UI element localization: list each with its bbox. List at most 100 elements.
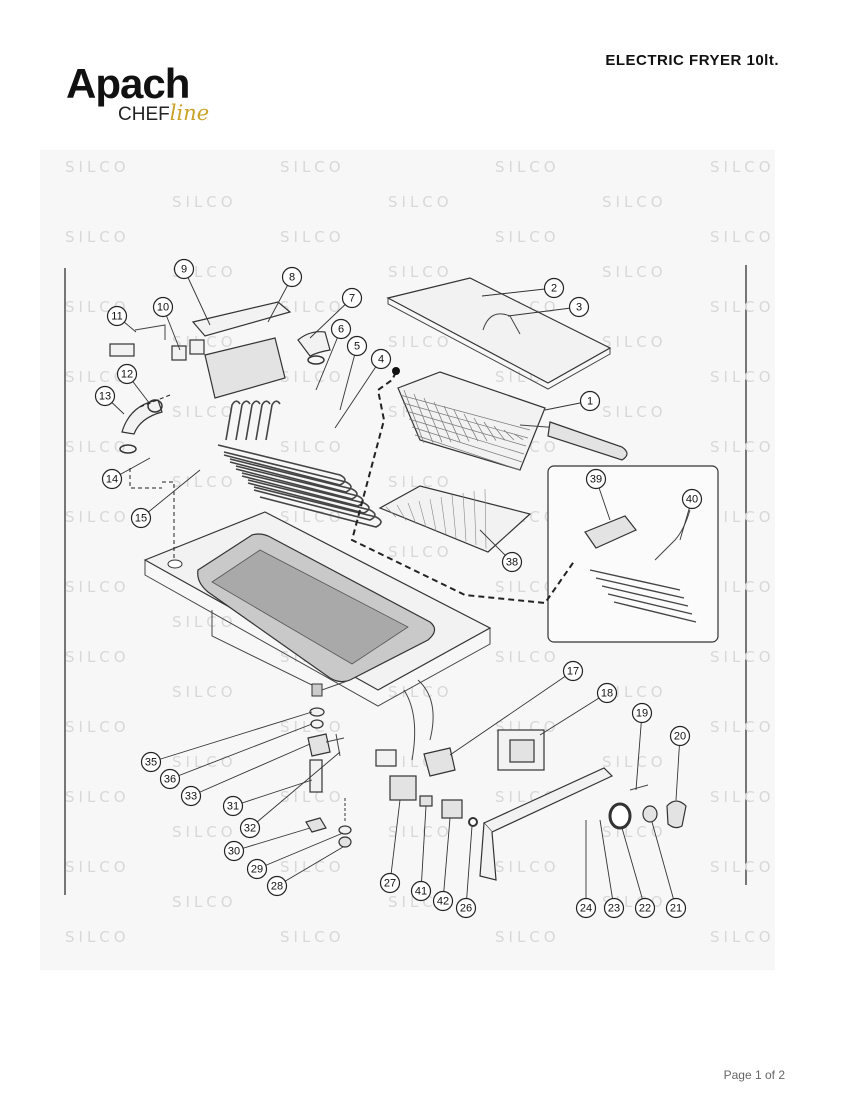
leader-line bbox=[420, 805, 427, 892]
callout-31: 31 bbox=[222, 795, 244, 817]
lid-part bbox=[386, 277, 612, 390]
watermark-text: SILCO bbox=[388, 683, 453, 701]
svg-text:9: 9 bbox=[181, 264, 187, 276]
watermark-text: SILCO bbox=[602, 753, 667, 771]
svg-text:18: 18 bbox=[601, 688, 613, 700]
svg-text:8: 8 bbox=[289, 272, 295, 284]
leader-line bbox=[256, 832, 344, 870]
svg-text:28: 28 bbox=[271, 881, 283, 893]
svg-text:31: 31 bbox=[227, 801, 239, 813]
svg-text:19: 19 bbox=[636, 708, 648, 720]
callout-29: 29 bbox=[246, 858, 268, 880]
callout-2: 2 bbox=[543, 277, 565, 299]
leader-line bbox=[315, 328, 342, 391]
basket-support-part bbox=[378, 485, 532, 553]
leader-line bbox=[621, 827, 646, 909]
brand-logo: Apach CHEFline bbox=[66, 62, 236, 132]
svg-text:17: 17 bbox=[567, 666, 579, 678]
svg-text:29: 29 bbox=[251, 864, 263, 876]
leader-line bbox=[651, 821, 677, 909]
callout-3: 3 bbox=[568, 296, 590, 318]
watermark-text: SILCO bbox=[710, 928, 775, 946]
watermark-text: SILCO bbox=[172, 613, 237, 631]
callout-33: 33 bbox=[180, 785, 202, 807]
assembly-dashed-line bbox=[350, 371, 576, 605]
watermark-text: SILCO bbox=[710, 508, 775, 526]
svg-text:14: 14 bbox=[106, 474, 118, 486]
watermark-text: SILCO bbox=[172, 753, 237, 771]
watermark-text: SILCO bbox=[172, 403, 237, 421]
watermark-text: SILCO bbox=[65, 928, 130, 946]
leader-line bbox=[276, 846, 344, 887]
basket-part bbox=[397, 371, 628, 471]
watermark-text: SILCO bbox=[602, 683, 667, 701]
watermark-text: SILCO bbox=[710, 648, 775, 666]
watermark-text: SILCO bbox=[280, 368, 345, 386]
watermark-text: SILCO bbox=[710, 858, 775, 876]
callout-6: 6 bbox=[330, 318, 352, 340]
svg-text:11: 11 bbox=[111, 311, 122, 323]
fitting-dashed-line bbox=[129, 394, 175, 560]
watermark-text: SILCO bbox=[710, 158, 775, 176]
leader-line bbox=[481, 287, 555, 297]
callout-12: 12 bbox=[116, 363, 138, 385]
inset-detail-box bbox=[547, 465, 719, 643]
callout-41: 41 bbox=[410, 880, 432, 902]
callout-layer: 1234567891011121314151718192021222324262… bbox=[94, 258, 703, 919]
leader-line bbox=[183, 268, 211, 326]
watermark-text: SILCO bbox=[280, 928, 345, 946]
leader-line bbox=[449, 670, 574, 756]
callout-23: 23 bbox=[603, 897, 625, 919]
watermark-text: SILCO bbox=[65, 228, 130, 246]
watermark-text: SILCO bbox=[388, 823, 453, 841]
callout-17: 17 bbox=[562, 660, 584, 682]
svg-text:7: 7 bbox=[349, 293, 355, 305]
svg-text:36: 36 bbox=[164, 774, 176, 786]
brand-name: Apach bbox=[66, 60, 190, 107]
watermark-text: SILCO bbox=[65, 368, 130, 386]
callout-13: 13 bbox=[94, 385, 116, 407]
leader-line bbox=[232, 779, 313, 807]
svg-text:30: 30 bbox=[228, 846, 240, 858]
watermark-text: SILCO bbox=[65, 858, 130, 876]
watermark-text: SILCO bbox=[388, 263, 453, 281]
leader-line bbox=[442, 817, 451, 902]
watermark-text: SILCO bbox=[65, 578, 130, 596]
fryer-tank-part bbox=[143, 511, 492, 707]
watermark-text: SILCO bbox=[280, 158, 345, 176]
leader-line bbox=[465, 825, 473, 909]
callout-18: 18 bbox=[596, 682, 618, 704]
watermark-text: SILCO bbox=[280, 718, 345, 736]
svg-text:33: 33 bbox=[185, 791, 197, 803]
svg-text:12: 12 bbox=[121, 369, 133, 381]
watermark-text: SILCO bbox=[710, 718, 775, 736]
leader-line bbox=[507, 306, 580, 317]
brand-sub-line: line bbox=[169, 101, 210, 125]
brand-subtitle: CHEFline bbox=[118, 102, 209, 126]
callout-20: 20 bbox=[669, 725, 691, 747]
leader-line bbox=[190, 743, 311, 797]
leader-line bbox=[169, 723, 313, 780]
watermark-text: SILCO bbox=[495, 228, 560, 246]
svg-text:32: 32 bbox=[244, 823, 256, 835]
callout-40: 40 bbox=[681, 488, 703, 510]
watermark-text: SILCO bbox=[710, 368, 775, 386]
svg-text:23: 23 bbox=[608, 903, 620, 915]
callout-4: 4 bbox=[370, 348, 392, 370]
watermark-text: SILCO bbox=[65, 718, 130, 736]
elbow-fittings bbox=[119, 331, 331, 454]
callout-5: 5 bbox=[346, 335, 368, 357]
callout-21: 21 bbox=[665, 897, 687, 919]
electrical-components-part bbox=[375, 679, 545, 819]
callout-7: 7 bbox=[341, 287, 363, 309]
watermark-text: SILCO bbox=[710, 788, 775, 806]
watermark-text: SILCO bbox=[280, 438, 345, 456]
svg-text:41: 41 bbox=[415, 886, 427, 898]
watermark-text: SILCO bbox=[65, 438, 130, 456]
svg-text:1: 1 bbox=[587, 396, 593, 408]
svg-text:35: 35 bbox=[145, 757, 157, 769]
brand-sub-chef: CHEF bbox=[118, 104, 170, 125]
watermark-text: SILCO bbox=[710, 298, 775, 316]
leader-line bbox=[334, 358, 382, 429]
